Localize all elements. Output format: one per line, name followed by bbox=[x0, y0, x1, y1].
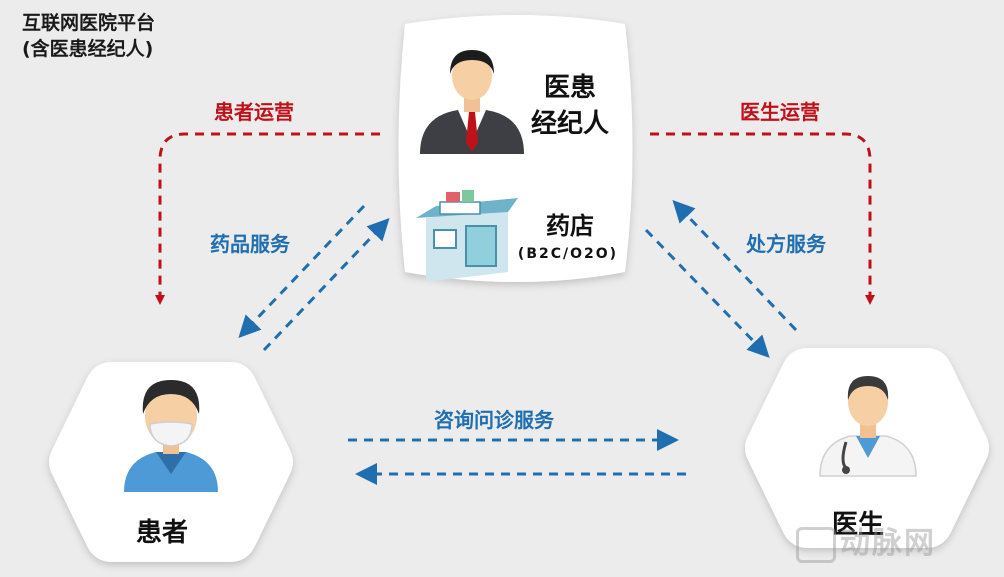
broker-label: 医患 经纪人 bbox=[530, 70, 610, 142]
watermark-text: 动脉网 bbox=[840, 526, 936, 561]
platform-title-line1: 互联网医院平台 bbox=[22, 12, 156, 34]
consultation-service-label: 咨询问诊服务 bbox=[434, 408, 554, 432]
drug-service-label: 药品服务 bbox=[210, 232, 290, 256]
patient-operation-label: 患者运营 bbox=[214, 100, 294, 124]
pharmacy-store-icon bbox=[416, 190, 518, 282]
doctor-icon bbox=[819, 376, 917, 477]
drug-service-arrow-up bbox=[262, 218, 390, 352]
patient-masked-person-icon bbox=[124, 380, 218, 492]
doctor-label: 医生 bbox=[832, 510, 885, 540]
platform-title-line2: (含医患经纪人) bbox=[22, 38, 154, 60]
drug-service-arrow-down bbox=[238, 204, 366, 338]
doctor-operation-arrow bbox=[650, 132, 875, 305]
pharmacy-label: 药店 bbox=[546, 212, 594, 240]
pharmacy-sublabel: (B2C/O2O) bbox=[517, 246, 619, 262]
broker-label-line2: 经纪人 bbox=[530, 109, 609, 139]
patient-label: 患者 bbox=[136, 518, 189, 548]
prescription-service-label: 处方服务 bbox=[746, 232, 826, 256]
prescription-arrow-up bbox=[672, 200, 798, 332]
patient-operation-arrow bbox=[155, 132, 380, 305]
broker-label-line1: 医患 bbox=[543, 73, 596, 103]
doctor-operation-label: 医生运营 bbox=[740, 100, 820, 124]
prescription-arrow-down bbox=[644, 228, 770, 358]
watermark-logo-icon bbox=[796, 526, 836, 563]
businessman-icon bbox=[420, 50, 524, 154]
platform-title: 互联网医院平台 (含医患经纪人) bbox=[22, 10, 155, 62]
watermark: 动脉网 bbox=[796, 518, 936, 563]
